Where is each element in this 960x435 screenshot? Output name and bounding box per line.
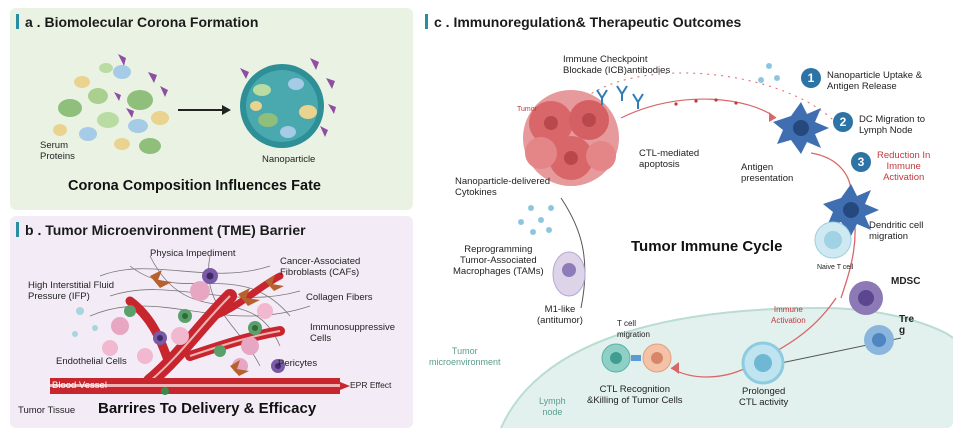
cytokine-particles <box>518 63 780 235</box>
nanoparticle-with-corona <box>240 58 336 148</box>
ctl-recognition-label: CTL Recognition &Killing of Tumor Cells <box>587 384 683 406</box>
reprogramming-label: Reprogramming Tumor-Associated Macrophag… <box>453 244 544 277</box>
cytokines-label: Nanoparticle-delivered Cytokines <box>455 176 551 198</box>
naive-t-cell <box>814 221 852 259</box>
t-migration-label: T cell migration <box>617 319 650 339</box>
immune-activation-label: Immune Activation <box>771 305 806 325</box>
pericytes-label: Pericytes <box>278 358 318 369</box>
tme-label: Tumor microenvironment <box>429 346 501 367</box>
treg-label: Tre g <box>899 314 915 336</box>
tumor-tissue-label: Tumor Tissue <box>18 405 76 416</box>
serum-proteins-cluster <box>53 54 169 154</box>
step-3-label: Reduction In Immune Activation <box>877 150 931 183</box>
panel-c: c . Immunoregulation& Therapeutic Outcom… <box>421 8 953 428</box>
step-1-badge: 1 <box>801 68 821 88</box>
tumor-mass <box>523 90 619 186</box>
ctl-recognition-cells <box>601 343 672 373</box>
dendritic-cell-top <box>773 102 829 154</box>
m1-macrophage <box>552 251 586 297</box>
dendritic-migration-label: Dendritic cell migration <box>869 220 924 242</box>
lymph-node-area <box>501 308 953 428</box>
mdsc-cell <box>849 281 883 315</box>
panel-b-caption: Barrires To Delivery & Efficacy <box>98 400 317 417</box>
tme-barrier-illustration <box>50 255 350 395</box>
endothelial-label: Endothelial Cells <box>56 356 127 367</box>
epr-effect-label: EPR Effect <box>350 380 392 390</box>
ifp-label: High Interstitial Fluid Pressure (IFP) <box>28 280 115 302</box>
icb-label: Immune Checkpoint Blockade (ICB)antibodi… <box>563 54 671 76</box>
physica-impediment-label: Physica Impediment <box>150 248 236 259</box>
cycle-title: Tumor Immune Cycle <box>631 238 783 255</box>
panel-b-title: b . Tumor Microenvironment (TME) Barrier <box>16 222 306 238</box>
ctl-cell <box>741 341 785 385</box>
icb-antibodies <box>596 85 644 109</box>
m1-label: M1-like (antitumor) <box>537 304 583 326</box>
ctl-apoptosis-label: CTL-mediated apoptosis <box>639 148 700 170</box>
panel-b: b . Tumor Microenvironment (TME) Barrier <box>10 216 413 428</box>
caf-label: Cancer-Associated Fibroblasts (CAFs) <box>280 256 361 278</box>
treg-cell <box>864 325 894 355</box>
nanoparticle-label: Nanoparticle <box>262 154 316 165</box>
mdsc-label: MDSC <box>891 276 921 287</box>
immune-cells <box>124 268 285 395</box>
serum-proteins-label: Serum Proteins <box>40 140 75 162</box>
tumor-cells <box>102 281 273 374</box>
step-3-badge: 3 <box>851 152 871 172</box>
corona-formation-illustration <box>53 54 336 154</box>
step-2-label: DC Migration to Lymph Node <box>859 114 925 136</box>
tumor-immune-cycle-illustration <box>500 63 953 428</box>
naive-t-label: Naive T cell <box>817 264 854 271</box>
tumor-label: Tumor <box>517 106 537 113</box>
panel-a-caption: Corona Composition Influences Fate <box>68 178 321 194</box>
step-2-badge: 2 <box>833 112 853 132</box>
lymph-node-label: Lymph node <box>539 396 566 417</box>
ifp-particles <box>72 307 98 337</box>
immunosuppressive-label: Immunosuppressive Cells <box>310 322 396 344</box>
blood-vessel-label: Blood Vessel <box>52 380 107 391</box>
panel-a: a . Biomolecular Corona Formation <box>10 8 413 210</box>
antigen-presentation-label: Antigen presentation <box>741 162 794 184</box>
panel-c-title: c . Immunoregulation& Therapeutic Outcom… <box>425 14 741 30</box>
step-1-label: Nanoparticle Uptake & Antigen Release <box>827 70 923 92</box>
caf-cells <box>150 270 284 376</box>
prolonged-ctl-label: Prolonged CTL activity <box>739 386 789 408</box>
panel-a-title: a . Biomolecular Corona Formation <box>16 14 258 30</box>
collagen-label: Collagen Fibers <box>306 292 373 303</box>
